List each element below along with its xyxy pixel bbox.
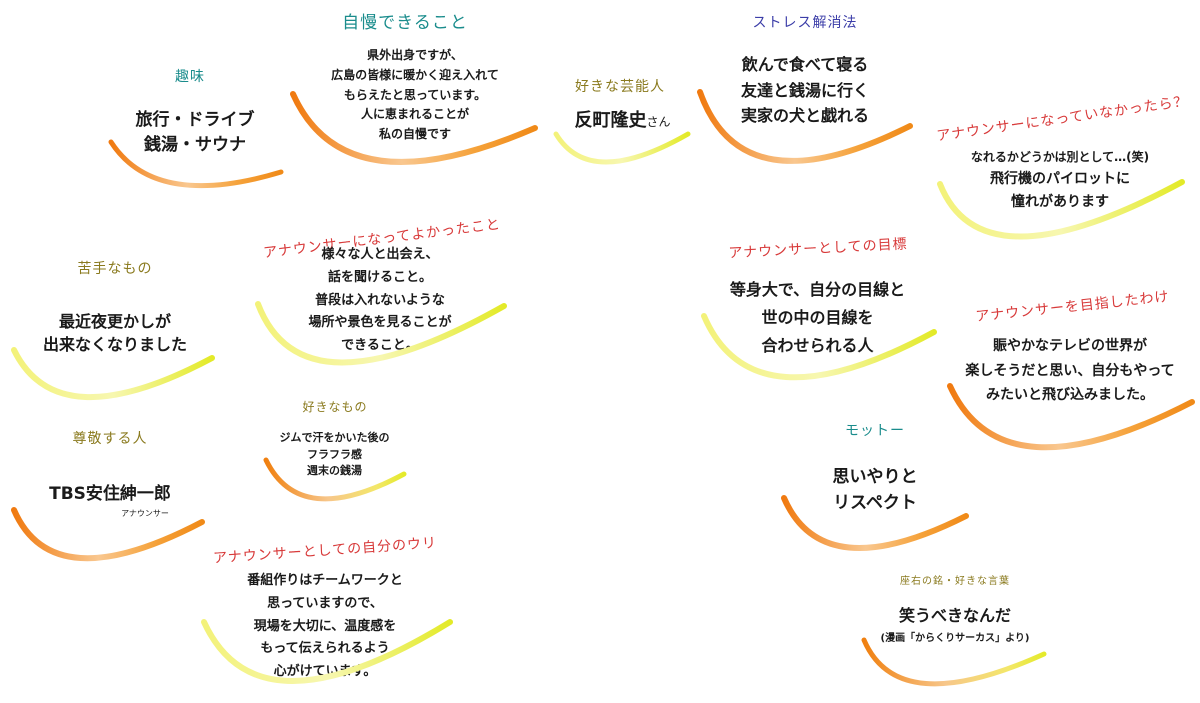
weak-text: 最近夜更かしが 出来なくなりました bbox=[42, 312, 187, 355]
stress-title: ストレス解消法 bbox=[752, 15, 858, 31]
reason-title: アナウンサーを目指したわけ bbox=[974, 288, 1171, 326]
respect-role: アナウンサー bbox=[121, 509, 169, 518]
pride-title: 自慢できること bbox=[342, 13, 468, 33]
likes-text: ジムで汗をかいた後の フラフラ感 週末の銭湯 bbox=[279, 431, 390, 477]
hobby-text: 旅行・ドライブ 銭湯・サウナ bbox=[135, 110, 255, 155]
celebrity-text: 反町隆史さん bbox=[555, 108, 690, 134]
strength-title: アナウンサーとしての自分のウリ bbox=[212, 535, 438, 567]
goal-title: アナウンサーとしての目標 bbox=[728, 236, 909, 262]
motto-text: 思いやりと リスペクト bbox=[832, 467, 918, 514]
quote-main: 笑うべきなんだ bbox=[898, 606, 1011, 625]
respect-name: TBS安住紳一郎 bbox=[49, 484, 171, 504]
notannouncer-text: なれるかどうかは別として…(笑) 飛行機のパイロットに 憧れがあります bbox=[970, 150, 1150, 210]
pride-text: 県外出身ですが、 広島の皆様に暖かく迎え入れて もらえたと思っています。 人に恵… bbox=[331, 48, 499, 142]
goal-text: 等身大で、自分の目線と 世の中の目線を 合わせられる人 bbox=[729, 280, 906, 355]
motto-title: モットー bbox=[845, 423, 905, 439]
respect-title: 尊敬する人 bbox=[72, 431, 148, 447]
weak-title: 苦手なもの bbox=[77, 261, 153, 277]
glad-text: 様々な人と出会え、 話を聞けること。 普段は入れないような 場所や景色を見ること… bbox=[308, 247, 452, 353]
likes-title: 好きなもの bbox=[302, 400, 368, 414]
reason-text: 賑やかなテレビの世界が 楽しそうだと思い、自分もやって みたいと飛び込みました。 bbox=[965, 338, 1175, 403]
quote-source: (漫画「からくりサーカス」より) bbox=[880, 633, 1030, 644]
celebrity-title: 好きな芸能人 bbox=[575, 79, 665, 95]
hobby-title: 趣味 bbox=[175, 69, 205, 85]
quote-title: 座右の銘・好きな言葉 bbox=[900, 576, 1010, 587]
respect-text: TBS安住紳一郎 bbox=[20, 482, 200, 507]
celebrity-name: 反町隆史 bbox=[574, 110, 647, 131]
celebrity-suffix: さん bbox=[646, 115, 671, 129]
notannouncer-title: アナウンサーになっていなかったら？ bbox=[935, 93, 1190, 145]
stress-text: 飲んで食べて寝る 友達と銭湯に行く 実家の犬と戯れる bbox=[740, 55, 869, 126]
strength-text: 番組作りはチームワークと 思っていますので、 現場を大切に、温度感を もって伝え… bbox=[247, 573, 403, 679]
